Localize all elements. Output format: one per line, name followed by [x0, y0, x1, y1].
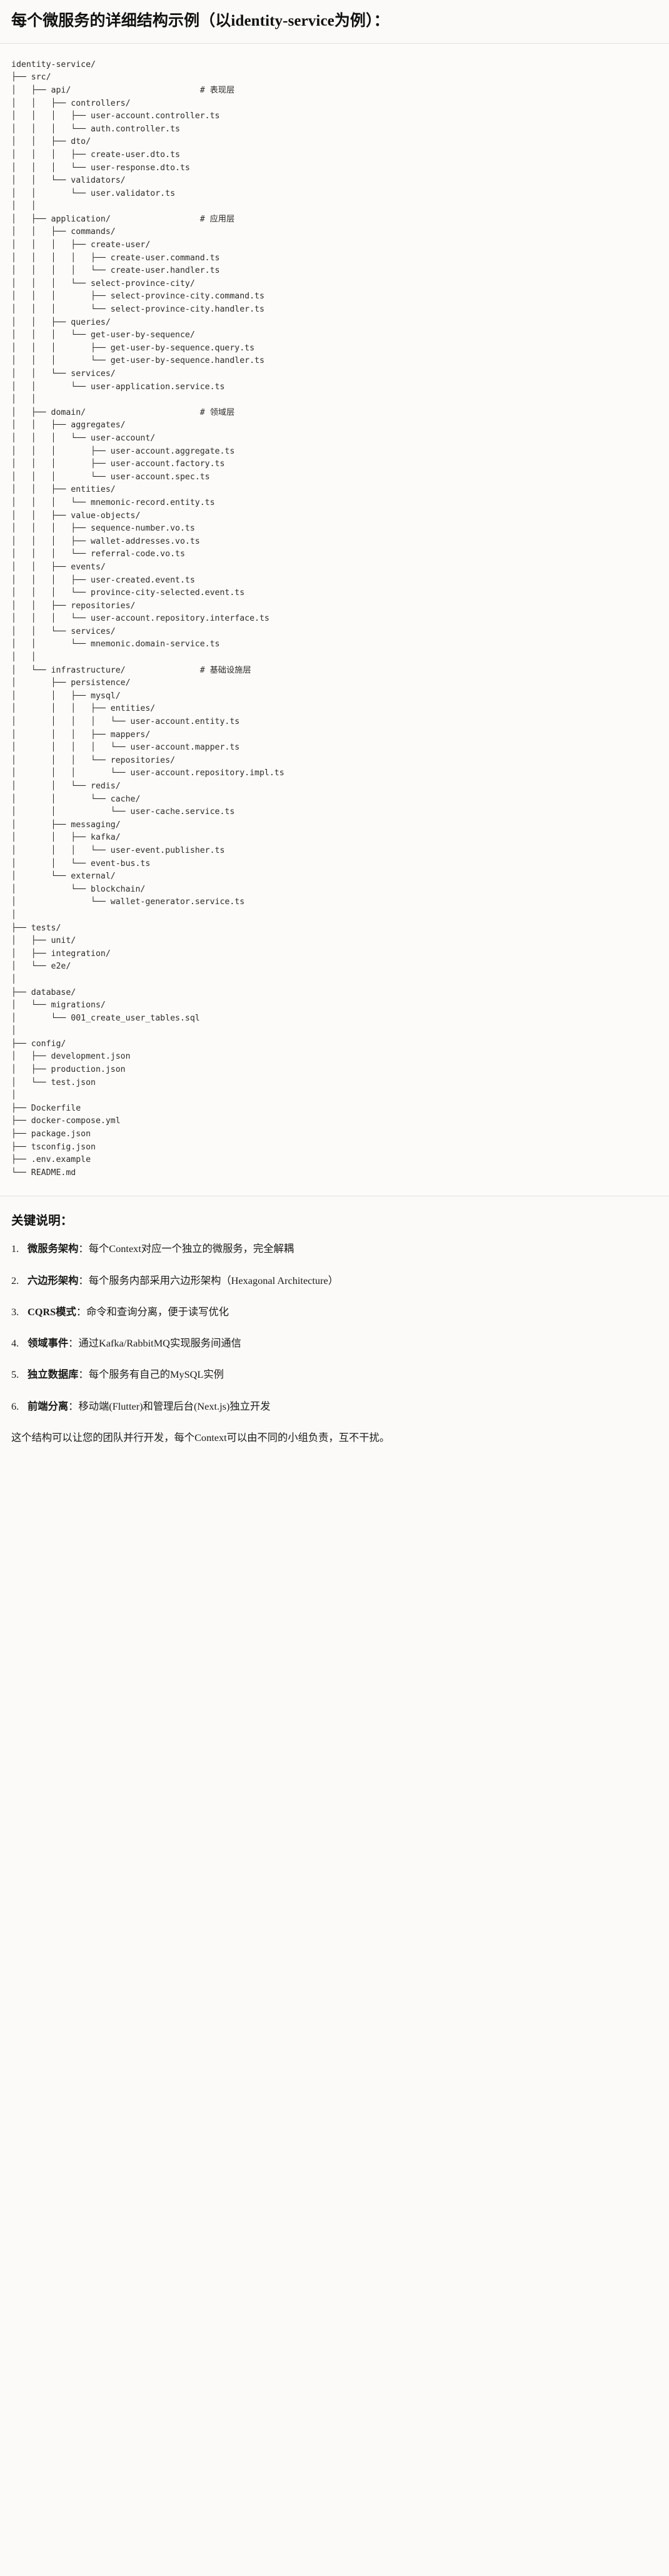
directory-tree: identity-service/ ├── src/ │ ├── api/ # …: [11, 59, 284, 1178]
divider-top: [0, 43, 669, 44]
key-point-separator: ：: [78, 1274, 89, 1286]
closing-note: 这个结构可以让您的团队并行开发，每个Context可以由不同的小组负责，互不干扰…: [11, 1431, 390, 1443]
directory-tree-block: identity-service/ ├── src/ │ ├── api/ # …: [0, 43, 669, 1196]
key-points-title: 关键说明：: [11, 1214, 73, 1228]
key-point-description: 移动端(Flutter)和管理后台(Next.js)独立开发: [78, 1400, 271, 1412]
key-point-term: 六边形架构: [28, 1274, 79, 1286]
key-point-description: 每个服务有自己的MySQL实例: [88, 1368, 224, 1381]
list-item: 独立数据库：每个服务有自己的MySQL实例: [11, 1367, 658, 1383]
page-title: 每个微服务的详细结构示例（以identity-service为例）：: [11, 13, 390, 29]
key-point-term: 微服务架构: [28, 1243, 79, 1255]
key-point-separator: ：: [68, 1337, 79, 1350]
key-point-term: CQRS模式: [28, 1305, 76, 1318]
key-point-description: 每个Context对应一个独立的微服务，完全解耦: [88, 1243, 294, 1255]
list-item: 六边形架构：每个服务内部采用六边形架构（Hexagonal Architectu…: [11, 1273, 658, 1289]
key-point-separator: ：: [68, 1400, 79, 1412]
key-point-term: 前端分离: [28, 1400, 69, 1412]
list-item: 微服务架构：每个Context对应一个独立的微服务，完全解耦: [11, 1241, 658, 1257]
key-points-section: 关键说明： 微服务架构：每个Context对应一个独立的微服务，完全解耦 六边形…: [0, 1196, 669, 1462]
list-item: 前端分离：移动端(Flutter)和管理后台(Next.js)独立开发: [11, 1398, 658, 1415]
key-point-description: 通过Kafka/RabbitMQ实现服务间通信: [78, 1337, 241, 1350]
key-point-separator: ：: [78, 1243, 89, 1255]
key-point-description: 命令和查询分离，便于读写优化: [86, 1305, 229, 1318]
key-point-term: 领域事件: [28, 1337, 69, 1350]
key-point-term: 独立数据库: [28, 1368, 79, 1381]
list-item: CQRS模式：命令和查询分离，便于读写优化: [11, 1304, 658, 1320]
list-item: 领域事件：通过Kafka/RabbitMQ实现服务间通信: [11, 1335, 658, 1352]
key-point-separator: ：: [76, 1305, 87, 1318]
key-point-separator: ：: [78, 1368, 89, 1381]
key-point-description: 每个服务内部采用六边形架构（Hexagonal Architecture）: [88, 1274, 338, 1286]
key-points-list: 微服务架构：每个Context对应一个独立的微服务，完全解耦 六边形架构：每个服…: [11, 1241, 658, 1414]
